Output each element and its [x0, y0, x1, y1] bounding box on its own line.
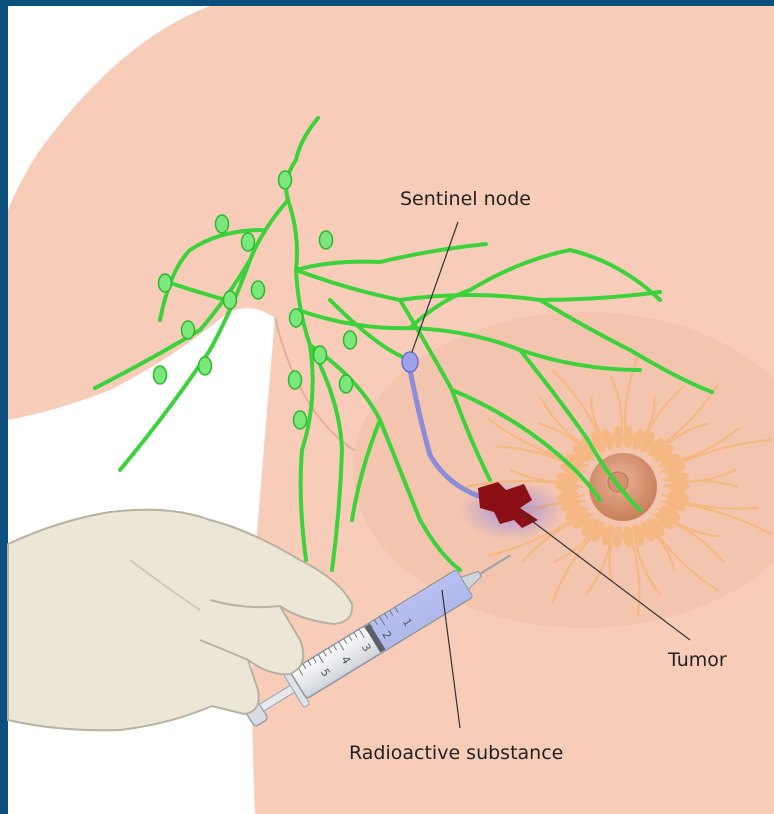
lymph-node: [216, 215, 229, 233]
tumor-label: Tumor: [667, 649, 727, 671]
lymph-node: [290, 309, 303, 327]
duct-lobule: [668, 482, 690, 492]
sentinel-node-icon: [402, 352, 418, 372]
lymph-node: [242, 233, 255, 251]
lymph-node: [314, 346, 327, 364]
lymph-node: [154, 366, 167, 384]
lymph-node: [159, 274, 172, 292]
lymph-node: [182, 321, 195, 339]
lymph-node: [294, 411, 307, 429]
lymph-node: [320, 231, 333, 249]
lymph-node: [252, 281, 265, 299]
lymph-node: [340, 375, 353, 393]
duct-lobule: [556, 482, 578, 492]
sentinel-node-label: Sentinel node: [400, 188, 531, 210]
radioactive-substance-label: Radioactive substance: [349, 742, 563, 764]
lymph-node: [279, 171, 292, 189]
lymph-node: [224, 291, 237, 309]
lymph-node: [289, 371, 302, 389]
lymph-node: [344, 331, 357, 349]
lymph-node: [199, 357, 212, 375]
